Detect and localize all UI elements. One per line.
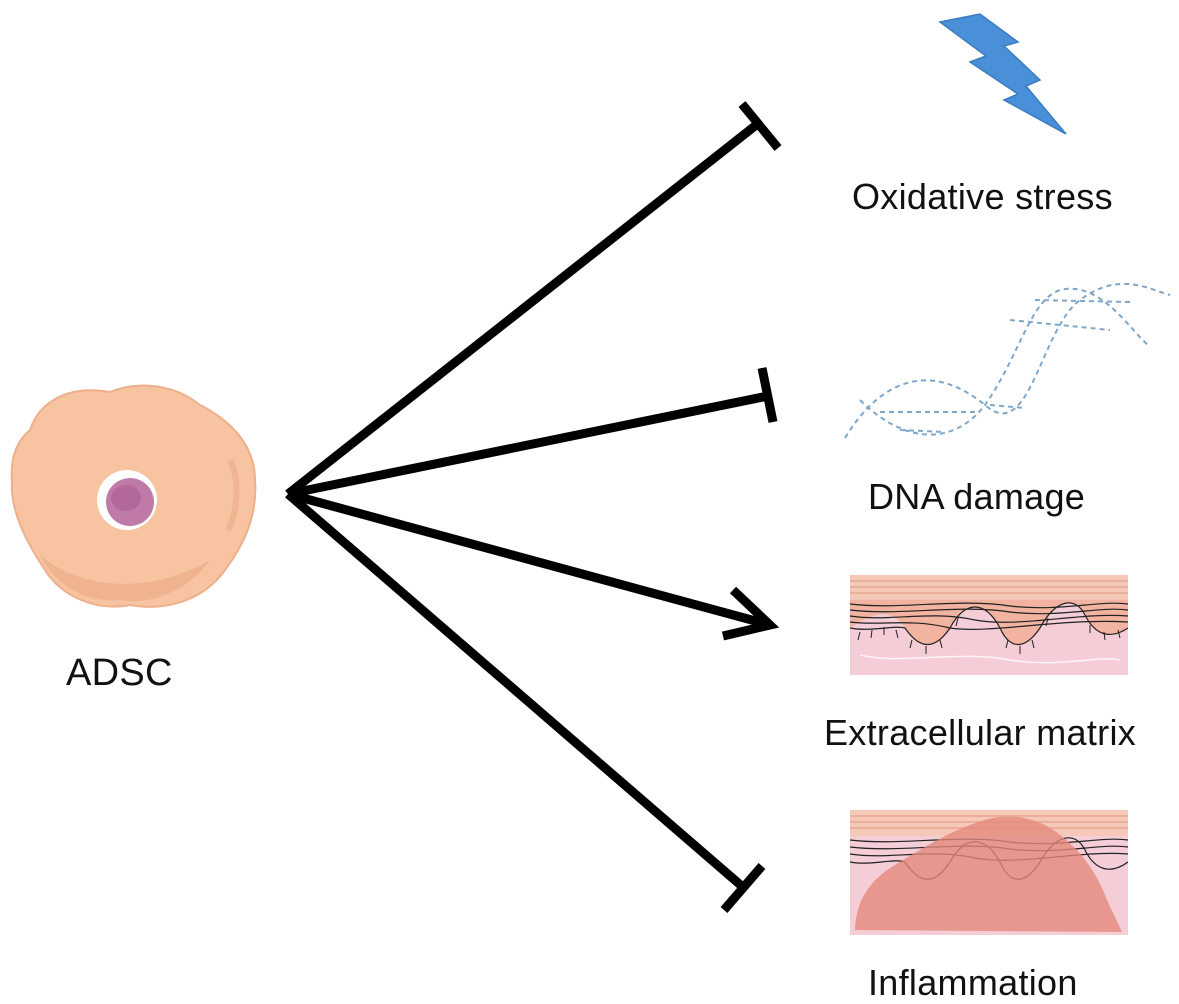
promote-arrow-extracellular-matrix xyxy=(286,489,780,641)
inflamed-tissue-icon xyxy=(849,810,1129,935)
extracellular-matrix-label: Extracellular matrix xyxy=(824,712,1137,753)
adsc-label: ADSC xyxy=(66,652,173,694)
skin-tissue-icon xyxy=(849,575,1129,675)
oxidative-stress-label: Oxidative stress xyxy=(852,176,1113,217)
dna-damage-label: DNA damage xyxy=(868,476,1086,517)
inflammation-label: Inflammation xyxy=(868,962,1078,1003)
inhibit-arrow-inflammation xyxy=(285,490,766,913)
dna-helix-icon xyxy=(844,282,1171,439)
lightning-bolt-icon xyxy=(938,13,1067,135)
adsc-cell-icon xyxy=(10,384,257,608)
inhibit-arrow-dna-damage xyxy=(287,367,778,499)
inhibit-arrow-oxidative-stress xyxy=(285,101,782,498)
